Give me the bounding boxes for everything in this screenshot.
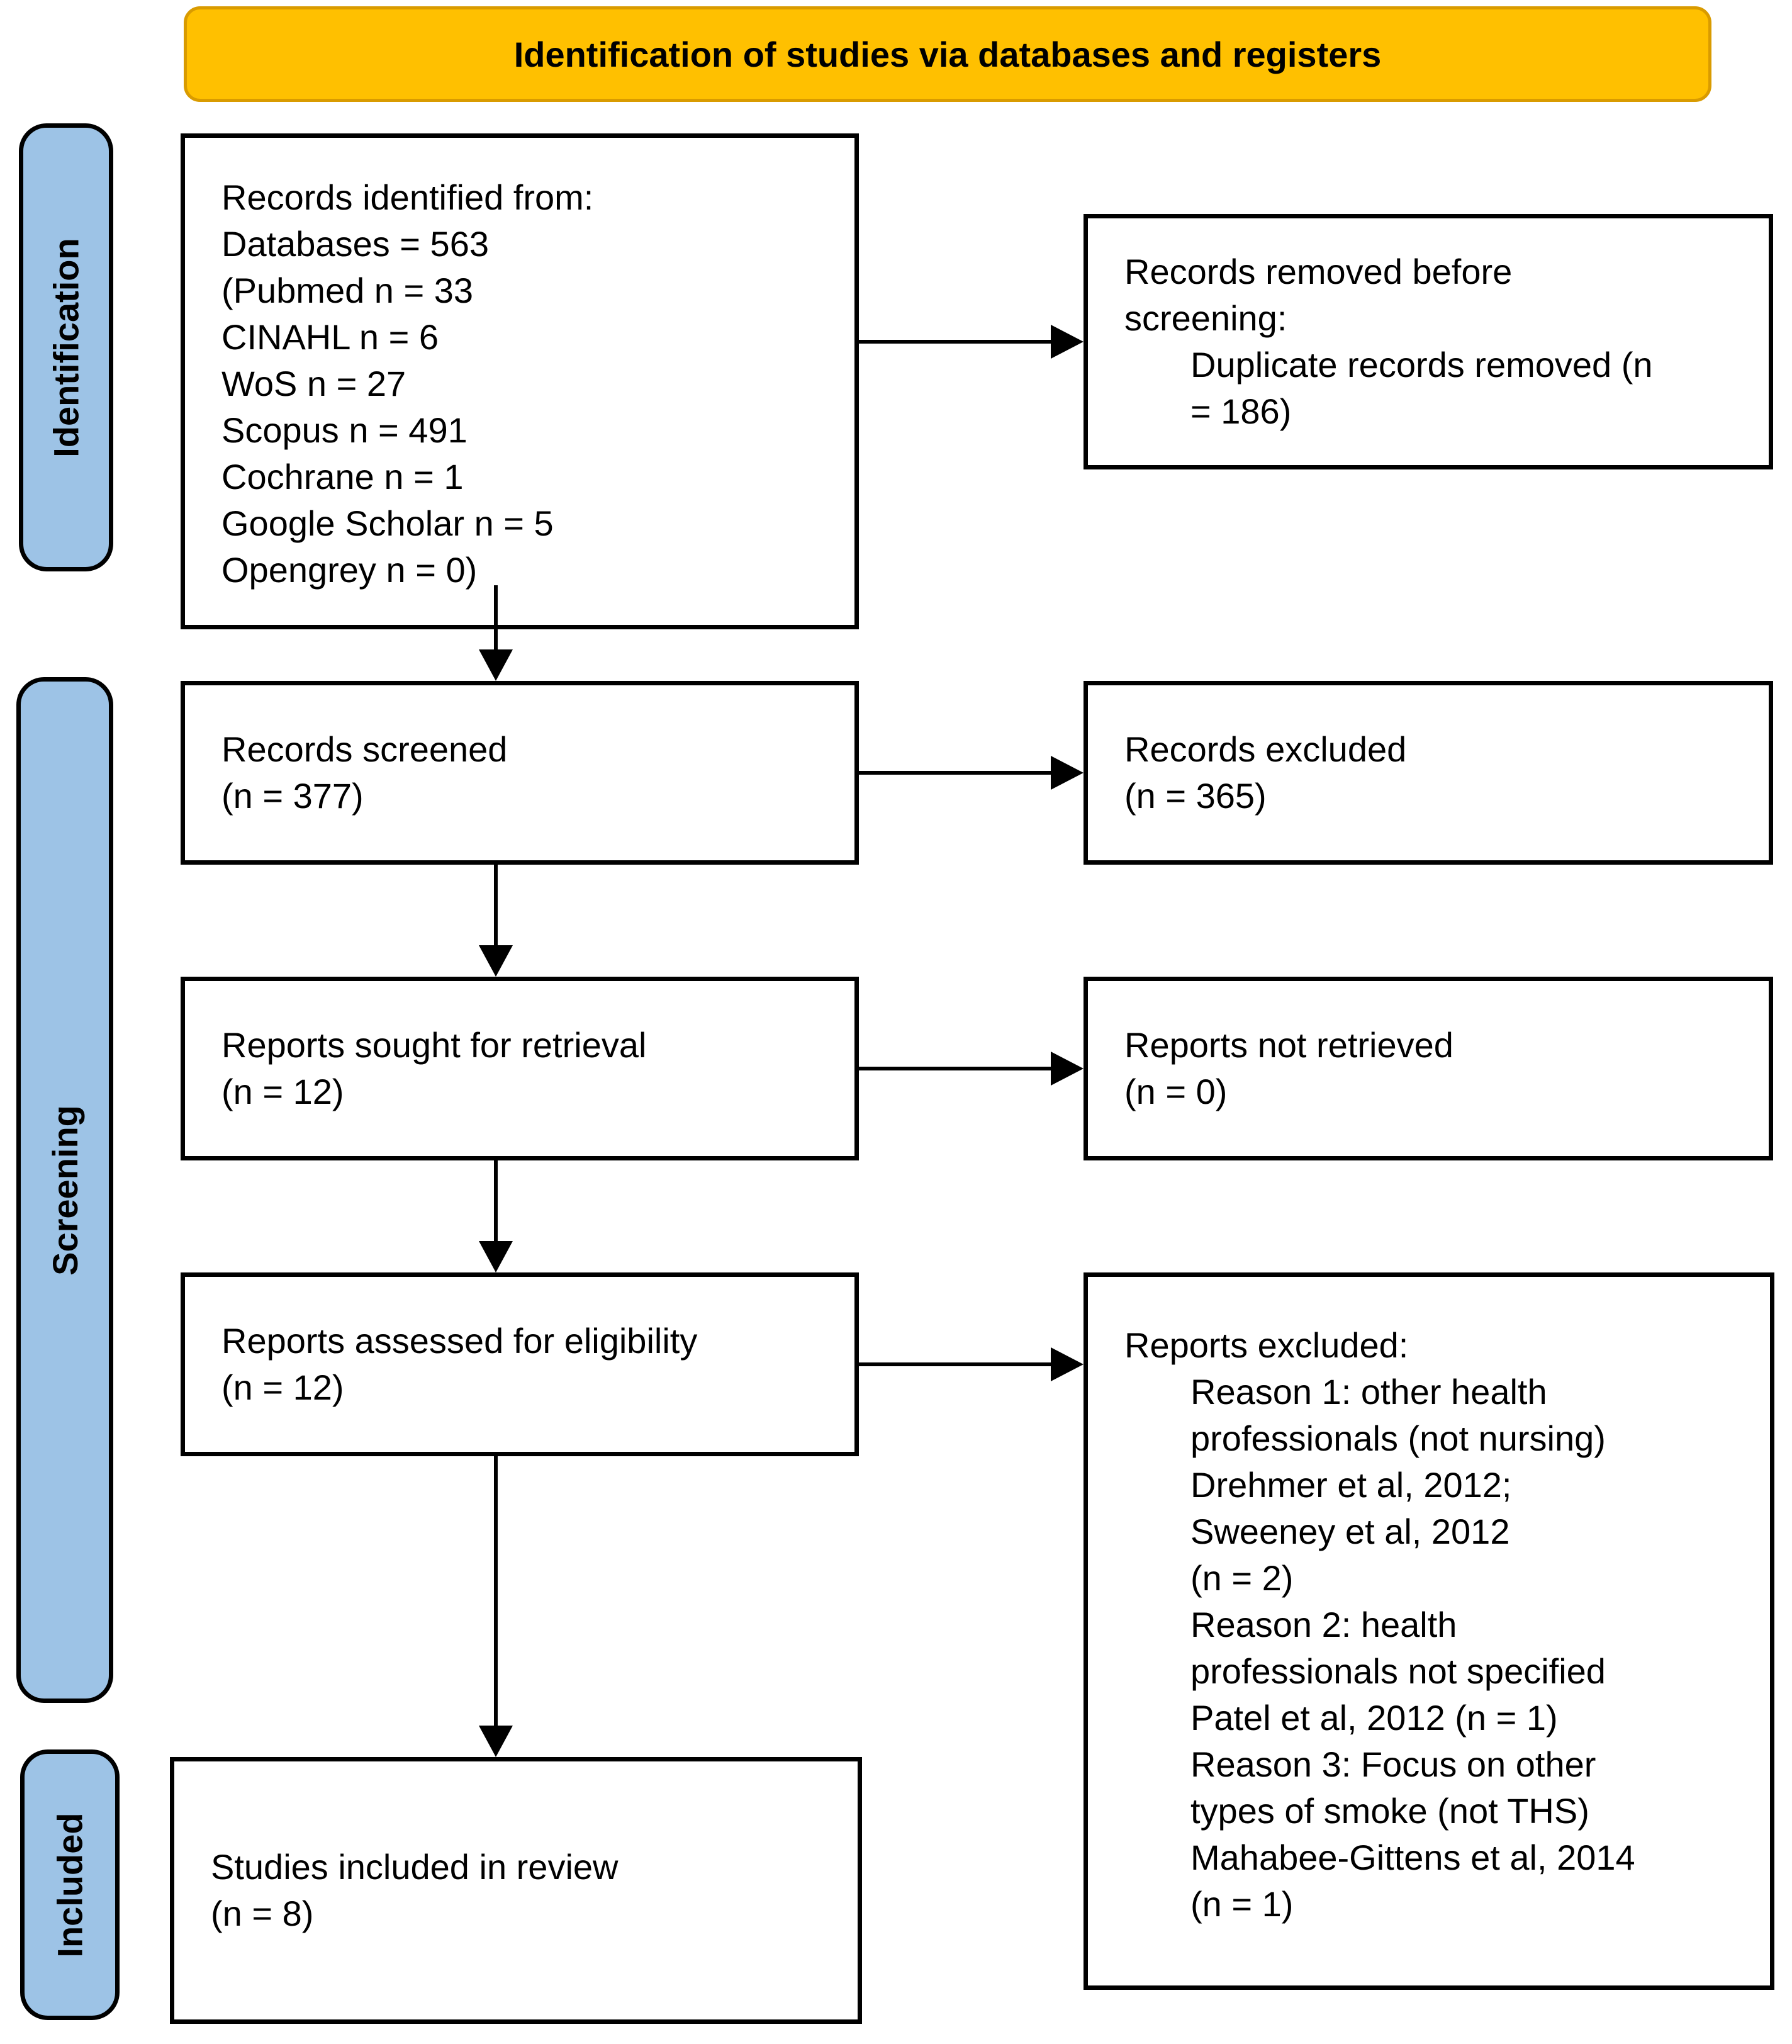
arrow-screened-to-sought-head-icon [479, 945, 513, 977]
arrow-screened-to-excluded-head-icon [1051, 756, 1084, 790]
stage-label-included: Included [20, 1749, 120, 2020]
box-records-screened-text: Records screened (n = 377) [221, 729, 508, 816]
box-records-removed-intro: Records removed before screening: [1124, 252, 1513, 338]
arrow-assessed-to-included-head-icon [479, 1726, 513, 1757]
box-records-removed: Records removed before screening: Duplic… [1084, 214, 1773, 469]
box-reports-not-retrieved-text: Reports not retrieved (n = 0) [1124, 1025, 1453, 1111]
arrow-screened-to-sought-line [494, 865, 498, 948]
arrow-assessed-to-included-line [494, 1456, 498, 1728]
box-reports-assessed: Reports assessed for eligibility (n = 12… [181, 1272, 859, 1456]
arrow-sought-to-assessed-head-icon [479, 1241, 513, 1272]
box-records-removed-detail: Duplicate records removed (n = 186) [1190, 345, 1653, 431]
box-reports-assessed-text: Reports assessed for eligibility (n = 12… [221, 1321, 698, 1407]
box-reports-excluded-intro: Reports excluded: [1124, 1325, 1409, 1365]
arrow-identified-to-screened-head-icon [479, 649, 513, 681]
box-records-identified-text: Records identified from: Databases = 563… [221, 177, 594, 590]
arrow-sought-to-notretrieved-head-icon [1051, 1052, 1084, 1086]
arrow-assessed-to-excluded-head-icon [1051, 1347, 1084, 1381]
box-records-excluded: Records excluded (n = 365) [1084, 681, 1773, 865]
stage-label-screening: Screening [16, 677, 113, 1703]
box-reports-excluded: Reports excluded: Reason 1: other health… [1084, 1272, 1774, 1990]
box-studies-included-text: Studies included in review (n = 8) [211, 1847, 619, 1933]
arrow-identified-to-removed-head-icon [1051, 325, 1084, 359]
box-reports-not-retrieved: Reports not retrieved (n = 0) [1084, 977, 1773, 1160]
arrow-assessed-to-excluded-line [859, 1362, 1054, 1366]
stage-label-identification: Identification [19, 123, 113, 571]
box-records-identified: Records identified from: Databases = 563… [181, 133, 859, 629]
stage-label-screening-text: Screening [45, 1104, 85, 1276]
arrow-identified-to-removed-line [859, 340, 1054, 344]
arrow-sought-to-assessed-line [494, 1160, 498, 1244]
arrow-sought-to-notretrieved-line [859, 1067, 1054, 1070]
stage-label-identification-text: Identification [46, 237, 86, 458]
box-reports-sought: Reports sought for retrieval (n = 12) [181, 977, 859, 1160]
banner-title: Identification of studies via databases … [184, 6, 1711, 102]
box-reports-sought-text: Reports sought for retrieval (n = 12) [221, 1025, 647, 1111]
arrow-screened-to-excluded-line [859, 771, 1054, 775]
box-studies-included: Studies included in review (n = 8) [170, 1757, 862, 2024]
stage-label-included-text: Included [50, 1812, 90, 1958]
box-records-screened: Records screened (n = 377) [181, 681, 859, 865]
box-records-excluded-text: Records excluded (n = 365) [1124, 729, 1407, 816]
box-reports-excluded-detail: Reason 1: other health professionals (no… [1190, 1372, 1635, 1924]
arrow-identified-to-screened-line [494, 585, 498, 652]
